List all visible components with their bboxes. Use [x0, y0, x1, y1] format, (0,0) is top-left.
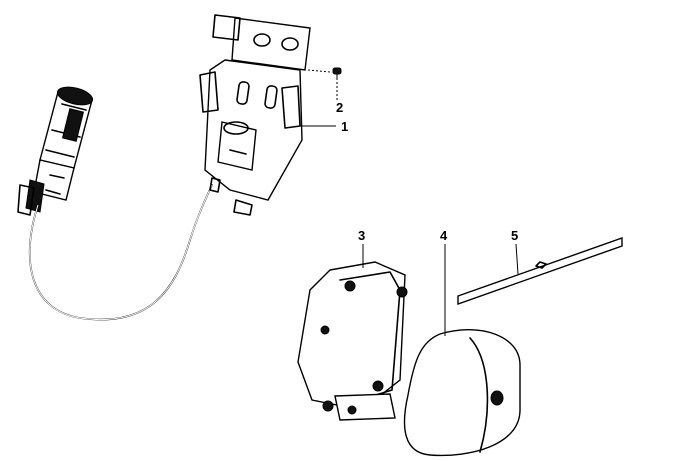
- callout-2: 2: [336, 100, 343, 115]
- gear-housing: [297, 261, 408, 421]
- drive-cable: [28, 184, 213, 321]
- seal-strip: [457, 237, 623, 305]
- bracket-assembly: [199, 14, 311, 216]
- leader-line-2: [307, 69, 331, 73]
- callout-5: 5: [511, 228, 518, 243]
- callout-1: 1: [341, 119, 348, 134]
- drive-motor: [17, 86, 94, 216]
- cover: [403, 329, 521, 457]
- callout-3: 3: [358, 228, 365, 243]
- leader-line-5: [515, 243, 519, 275]
- callout-4: 4: [440, 228, 448, 243]
- screw: [332, 67, 342, 100]
